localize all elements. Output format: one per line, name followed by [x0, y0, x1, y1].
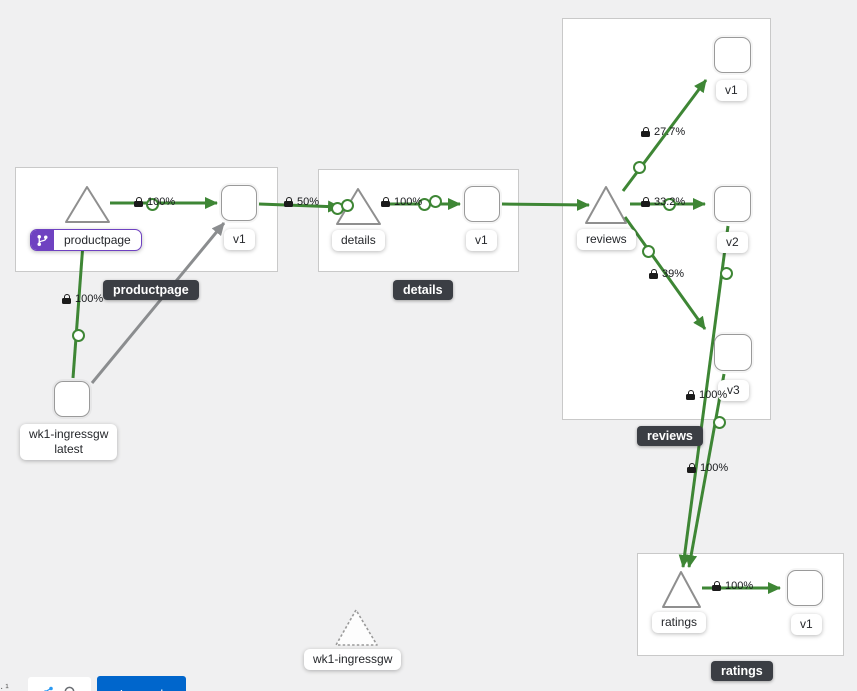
- label-details-service: details: [332, 230, 385, 251]
- graph-layout-icon[interactable]: [43, 685, 57, 691]
- edge-label-reviews-to-v3: 39%: [649, 268, 684, 280]
- edge-label-reviews-v3-to-ratings: 100%: [686, 389, 727, 401]
- edge-label-productpage-v1-to-details: 50%: [284, 196, 319, 208]
- label-wk1-ingressgw: wk1-ingressgw latest: [20, 424, 118, 460]
- label-ratings-service: ratings: [652, 612, 707, 633]
- edge-label-details-to-v1: 100%: [381, 196, 422, 208]
- node-productpage-v1[interactable]: [221, 185, 257, 221]
- label-productpage-v1: v1: [224, 229, 255, 250]
- lock-icon: [284, 196, 294, 208]
- virtual-service-badge-icon: [31, 230, 54, 250]
- label-reviews-v3: v3: [718, 380, 749, 401]
- group-tag-reviews: reviews: [637, 426, 703, 446]
- lock-icon: [641, 196, 651, 208]
- lock-icon: [686, 389, 696, 401]
- traffic-dot: [713, 416, 726, 429]
- edge-label-productpage-to-v1: 100%: [134, 196, 175, 208]
- traffic-dot: [146, 198, 159, 211]
- traffic-dot: [633, 161, 646, 174]
- label-reviews-v1: v1: [716, 80, 747, 101]
- label-wk1-ingressgw-line1: wk1-ingressgw: [29, 427, 109, 441]
- traffic-dot: [429, 195, 442, 208]
- label-reviews-service: reviews: [577, 229, 636, 250]
- node-details-v1[interactable]: [464, 186, 500, 222]
- label-wk1-ingressgw-line2: latest: [54, 442, 84, 456]
- lock-icon: [62, 293, 72, 305]
- refresh-icon[interactable]: [63, 685, 76, 691]
- group-tag-productpage: productpage: [103, 280, 199, 300]
- idle-service-node-wk1-ingressgw[interactable]: [335, 609, 378, 646]
- graph-mini-toolbar[interactable]: [28, 677, 91, 691]
- label-reviews-v2: v2: [717, 232, 748, 253]
- edge-label-reviews-to-ratings: 100%: [687, 462, 728, 474]
- lock-icon: [134, 196, 144, 208]
- traffic-dot: [642, 245, 655, 258]
- edge-label-reviews-to-v2: 33.2%: [641, 196, 685, 208]
- label-details-v1: v1: [466, 230, 497, 251]
- lock-icon: [687, 462, 697, 474]
- legend-button[interactable]: Legend: [97, 676, 186, 691]
- lock-icon: [649, 268, 659, 280]
- node-wk1-ingressgw[interactable]: [54, 381, 90, 417]
- traffic-dot: [663, 198, 676, 211]
- label-productpage-service[interactable]: productpage: [30, 229, 142, 251]
- label-productpage-text: productpage: [64, 233, 131, 247]
- node-reviews-v1[interactable]: [714, 37, 751, 73]
- node-reviews-v2[interactable]: [714, 186, 751, 222]
- partial-zoom-control[interactable]: ·¹: [0, 683, 11, 691]
- lock-icon: [381, 196, 391, 208]
- lock-icon: [641, 126, 651, 138]
- node-reviews-v3[interactable]: [714, 334, 752, 371]
- code-branch-icon: [37, 234, 48, 246]
- traffic-dot: [72, 329, 85, 342]
- lock-icon: [712, 580, 722, 592]
- label-ratings-v1: v1: [791, 614, 822, 635]
- group-tag-ratings: ratings: [711, 661, 773, 681]
- traffic-dot: [341, 199, 354, 212]
- traffic-dot: [720, 267, 733, 280]
- edge-label-reviews-to-v1: 27.7%: [641, 126, 685, 138]
- edge-label-ingress-to-productpage: 100%: [62, 293, 103, 305]
- group-tag-details: details: [393, 280, 453, 300]
- node-ratings-v1[interactable]: [787, 570, 823, 606]
- label-idle-wk1-ingressgw: wk1-ingressgw: [304, 649, 402, 670]
- edge-label-ratings-to-v1: 100%: [712, 580, 753, 592]
